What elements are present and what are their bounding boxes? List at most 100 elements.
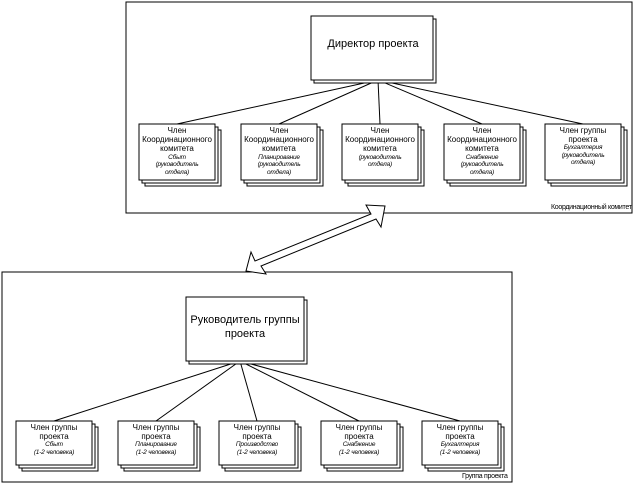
coordination-member-1-detail-line: (руководитель xyxy=(155,161,199,169)
director-box xyxy=(310,15,437,84)
coordination-member-3-detail-line: (руководитель xyxy=(358,153,402,161)
coordination-member-4-title-line: Координационного xyxy=(447,135,517,145)
group-member-box-5-face xyxy=(421,420,499,466)
coordination-member-5-title-line: проекта xyxy=(568,135,598,145)
group-member-box-2-face xyxy=(117,420,195,466)
coordination-member-2-title-line: комитета xyxy=(262,144,296,154)
director-label: Директор проекта xyxy=(327,38,419,50)
group-member-5-detail-line: (1-2 человека) xyxy=(439,448,481,456)
leader-box-face xyxy=(185,296,305,362)
coordination-member-2-title-line: Член xyxy=(269,126,289,135)
director-connector-1 xyxy=(176,79,379,125)
coordination-member-2-title-line: Координационного xyxy=(244,135,314,145)
group-member-box-5 xyxy=(421,420,505,472)
group-member-4-title-line: Член группы xyxy=(335,423,383,432)
group-member-3-title-line: Член группы xyxy=(233,423,281,432)
leader-connector-4 xyxy=(239,360,360,422)
group-member-2-detail-line: (1-2 человека) xyxy=(135,448,177,456)
group-member-2-title-line: проекта xyxy=(141,432,171,442)
coordination-member-box-1 xyxy=(138,123,222,187)
group-member-1-detail-line: (1-2 человека) xyxy=(33,448,75,456)
group-member-1-title-line: проекта xyxy=(39,432,69,442)
group-member-5-detail-line: Бухгалтерия xyxy=(440,441,480,449)
leader-connector-1 xyxy=(53,360,241,422)
group-member-2-title-line: Член группы xyxy=(132,423,180,432)
leader-connector-5 xyxy=(239,360,461,422)
coordination-member-3-title-line: комитета xyxy=(363,144,397,154)
coordination-member-2-detail-line: Планирование xyxy=(258,153,300,161)
director-connector-3 xyxy=(377,79,381,125)
group-member-box-2 xyxy=(117,420,201,472)
coordination-committee-label: Координационный комитет xyxy=(551,204,632,211)
coordination-member-4-title-line: Член xyxy=(472,126,492,135)
group-member-2-detail-line: Планирование xyxy=(135,441,177,449)
group-member-box-1 xyxy=(15,420,99,472)
group-member-box-3-face xyxy=(218,420,296,466)
connector-lines xyxy=(53,79,584,422)
coordination-member-box-3 xyxy=(341,123,425,187)
coordination-member-5-detail-line: (руководитель xyxy=(561,151,605,159)
coordination-member-box-5 xyxy=(544,123,628,187)
coordination-member-3-title-line: Координационного xyxy=(345,135,415,145)
leader-connector-2 xyxy=(155,360,241,422)
coordination-member-box-1-face xyxy=(138,123,216,181)
project-group-label: Группа проекта xyxy=(462,473,508,480)
coordination-member-box-2-face xyxy=(240,123,318,181)
group-member-3-detail-line: Производство xyxy=(235,441,279,449)
group-member-box-3 xyxy=(218,420,302,472)
coordination-member-box-2 xyxy=(240,123,324,187)
director-connector-4 xyxy=(377,79,483,125)
coordination-member-3-detail-line: отдела) xyxy=(368,161,392,169)
coordination-member-4-title-line: комитета xyxy=(465,144,499,154)
group-member-5-title-line: Член группы xyxy=(436,423,484,432)
group-member-5-title-line: проекта xyxy=(445,432,475,442)
group-member-4-detail-line: Снабжение xyxy=(342,441,376,449)
group-member-1-detail-line: Сбыт xyxy=(45,441,63,449)
leader-title: Руководитель группы проекта xyxy=(188,313,302,341)
group-member-box-4-face xyxy=(320,420,398,466)
group-member-1-title-line: Член группы xyxy=(30,423,78,432)
leader-line-2: проекта xyxy=(224,328,266,340)
coordination-member-2-detail-line: (руководитель xyxy=(257,161,301,169)
director-connector-5 xyxy=(377,79,584,125)
double-arrow-shape xyxy=(245,204,386,275)
coordination-member-4-detail-line: (руководитель xyxy=(460,161,504,169)
coordination-member-5-detail-line: отдела) xyxy=(571,159,595,167)
coordination-member-1-title-line: Координационного xyxy=(142,135,212,145)
double-arrow xyxy=(245,204,386,275)
coordination-member-4-detail-line: Снабжение xyxy=(465,153,499,161)
coordination-member-5-detail-line: Бухгалтерия xyxy=(563,144,603,152)
group-member-4-title-line: проекта xyxy=(344,432,374,442)
coordination-member-4-detail-line: отдела) xyxy=(470,168,494,176)
coordination-member-box-5-face xyxy=(544,123,622,181)
coordination-member-1-detail-line: Сбыт xyxy=(168,153,186,161)
group-member-3-detail-line: (1-2 человека) xyxy=(236,448,278,456)
coordination-member-box-3-face xyxy=(341,123,419,181)
coordination-member-box-4 xyxy=(443,123,527,187)
coordination-member-5-title-line: Член группы xyxy=(559,126,607,135)
group-member-3-title-line: проекта xyxy=(242,432,272,442)
coordination-member-1-title-line: Член xyxy=(167,126,187,135)
group-member-box-4 xyxy=(320,420,404,472)
coordination-member-2-detail-line: отдела) xyxy=(267,168,291,176)
coordination-member-1-detail-line: отдела) xyxy=(165,168,189,176)
director-box-face xyxy=(310,15,434,81)
leader-line-1: Руководитель группы xyxy=(190,314,300,326)
group-member-box-1-face xyxy=(15,420,93,466)
coordination-member-3-title-line: Член xyxy=(370,126,390,135)
group-member-4-detail-line: (1-2 человека) xyxy=(338,448,380,456)
boxes-layer xyxy=(15,15,628,472)
leader-box xyxy=(185,296,308,365)
director-connector-2 xyxy=(278,79,379,125)
coordination-member-1-title-line: комитета xyxy=(160,144,194,154)
